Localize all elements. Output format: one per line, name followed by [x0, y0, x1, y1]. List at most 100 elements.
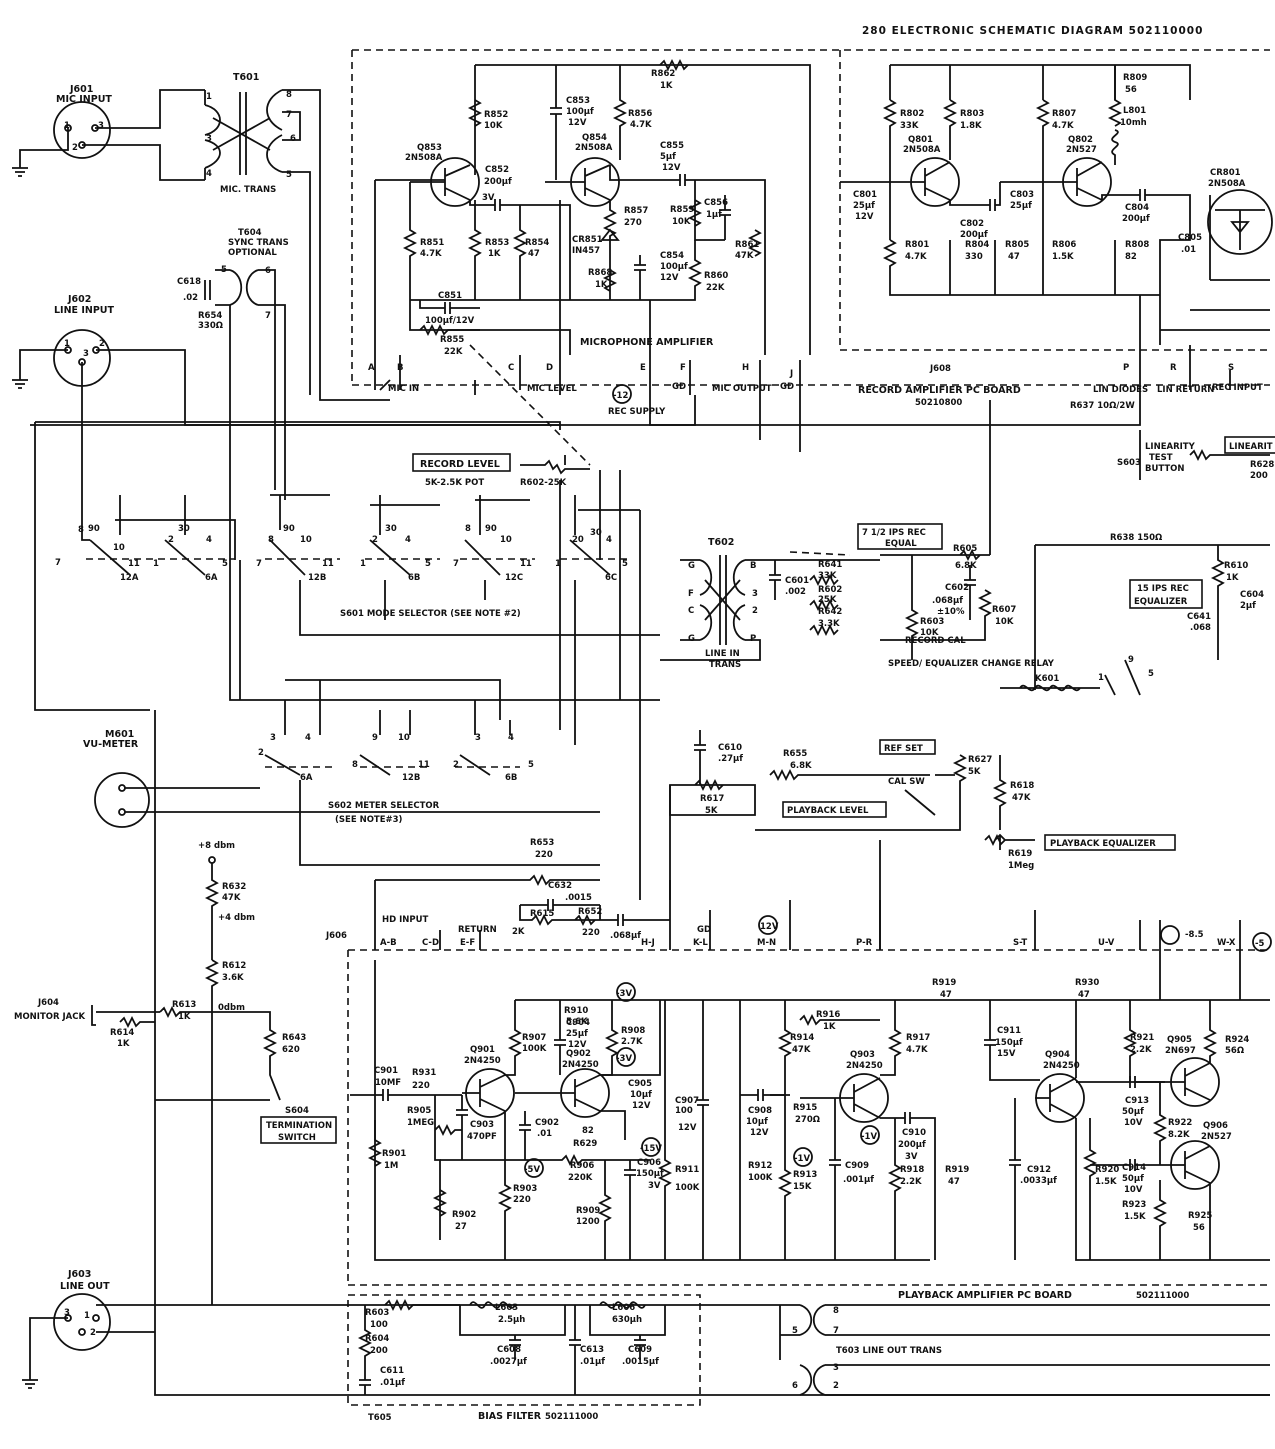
svg-text:R923: R923 — [1122, 1200, 1146, 1210]
linearity-box — [1224, 436, 1275, 454]
svg-text:C602: C602 — [945, 583, 969, 593]
j608-connector-row: A B C D E F H J P R S MIC IN MIC LEVEL G… — [368, 363, 1263, 452]
svg-text:9: 9 — [1128, 655, 1134, 665]
svg-text:3.3K: 3.3K — [818, 619, 840, 629]
svg-text:R901: R901 — [382, 1149, 406, 1159]
svg-text:100K: 100K — [748, 1173, 773, 1183]
svg-text:R868: R868 — [588, 268, 612, 278]
svg-text:C803: C803 — [1010, 190, 1034, 200]
bias-filter-outline — [347, 1294, 701, 1406]
svg-text:220: 220 — [535, 850, 553, 860]
svg-text:6: 6 — [265, 266, 271, 276]
svg-text:Q902: Q902 — [566, 1049, 591, 1059]
svg-text:9: 9 — [372, 733, 378, 743]
svg-text:R860: R860 — [704, 271, 728, 281]
svg-text:30: 30 — [178, 524, 190, 534]
svg-text:6: 6 — [792, 1381, 798, 1391]
svg-text:1.5K: 1.5K — [1095, 1177, 1117, 1187]
svg-text:EQUALIZER: EQUALIZER — [1134, 597, 1188, 607]
svg-text:270Ω: 270Ω — [795, 1115, 820, 1125]
svg-text:1: 1 — [206, 92, 212, 102]
svg-text:RECORD CAL: RECORD CAL — [905, 636, 966, 646]
r602-linkage — [789, 551, 851, 556]
svg-text:12B: 12B — [308, 573, 326, 583]
svg-text:A-B: A-B — [380, 938, 397, 948]
svg-text:R643: R643 — [282, 1033, 306, 1043]
svg-text:T601: T601 — [233, 72, 259, 83]
svg-text:CR801: CR801 — [1210, 168, 1241, 178]
svg-text:R628: R628 — [1250, 460, 1274, 470]
svg-text:5: 5 — [622, 559, 628, 569]
svg-text:R805: R805 — [1005, 240, 1029, 250]
svg-text:R617: R617 — [700, 794, 724, 804]
svg-text:C907: C907 — [675, 1096, 699, 1106]
svg-text:EQUAL: EQUAL — [885, 539, 917, 549]
svg-text:Q853: Q853 — [417, 143, 442, 153]
svg-text:+4 dbm: +4 dbm — [218, 913, 255, 923]
svg-text:RECORD LEVEL: RECORD LEVEL — [420, 459, 500, 470]
svg-text:330: 330 — [965, 252, 983, 262]
svg-text:10K: 10K — [995, 617, 1014, 627]
svg-text:2N4250: 2N4250 — [846, 1061, 883, 1071]
svg-text:7: 7 — [265, 311, 271, 321]
svg-text:GD: GD — [780, 382, 794, 392]
record-board-outline — [351, 49, 1270, 386]
svg-text:K601: K601 — [1035, 674, 1059, 684]
svg-text:S602 METER SELECTOR: S602 METER SELECTOR — [328, 801, 440, 811]
svg-text:IN457: IN457 — [572, 246, 600, 256]
svg-text:C632: C632 — [548, 881, 572, 891]
svg-text:6A: 6A — [205, 573, 218, 583]
svg-text:-12: -12 — [613, 391, 628, 401]
svg-text:R604: R604 — [365, 1334, 389, 1344]
svg-text:R907: R907 — [522, 1033, 546, 1043]
svg-text:1: 1 — [360, 559, 366, 569]
svg-text:C805: C805 — [1178, 233, 1202, 243]
svg-text:LINE OUT: LINE OUT — [60, 1281, 110, 1292]
svg-text:11: 11 — [322, 559, 334, 569]
svg-text:C: C — [508, 363, 514, 373]
termination-switch-box — [260, 1116, 337, 1144]
svg-text:R862: R862 — [651, 69, 675, 79]
svg-text:PLAYBACK EQUALIZER: PLAYBACK EQUALIZER — [1050, 839, 1156, 849]
record-level-box — [412, 453, 511, 472]
svg-text:LINEARITY: LINEARITY — [1145, 442, 1196, 452]
svg-text:2N527: 2N527 — [1201, 1132, 1232, 1142]
svg-text:R613: R613 — [172, 1000, 196, 1010]
svg-text:S-T: S-T — [1013, 938, 1027, 948]
svg-text:R912: R912 — [748, 1161, 772, 1171]
svg-text:200: 200 — [1250, 471, 1268, 481]
svg-text:1: 1 — [555, 559, 561, 569]
svg-text:R917: R917 — [906, 1033, 930, 1043]
svg-text:.01µf: .01µf — [380, 1378, 405, 1388]
svg-text:S603: S603 — [1117, 458, 1141, 468]
svg-text:10K: 10K — [672, 217, 691, 227]
svg-text:C906: C906 — [637, 1158, 661, 1168]
svg-text:H: H — [742, 363, 749, 373]
svg-text:J: J — [789, 369, 793, 379]
svg-text:A: A — [368, 363, 375, 373]
svg-text:B: B — [397, 363, 403, 373]
svg-text:R852: R852 — [484, 110, 508, 120]
svg-text:R856: R856 — [628, 109, 652, 119]
svg-text:30: 30 — [590, 528, 602, 538]
svg-text:R806: R806 — [1052, 240, 1076, 250]
svg-text:K-L: K-L — [693, 938, 708, 948]
svg-text:R930: R930 — [1075, 978, 1099, 988]
page-title: 280 ELECTRONIC SCHEMATIC DIAGRAM 5021100… — [862, 25, 1203, 37]
svg-text:REC SUPPLY: REC SUPPLY — [608, 407, 666, 417]
svg-text:220K: 220K — [568, 1173, 593, 1183]
svg-text:10mh: 10mh — [1120, 118, 1147, 128]
svg-text:100K: 100K — [522, 1044, 547, 1054]
svg-text:1: 1 — [1098, 673, 1104, 683]
svg-text:470PF: 470PF — [467, 1132, 497, 1142]
svg-text:.068µf: .068µf — [610, 931, 641, 941]
svg-text:25µf: 25µf — [566, 1029, 588, 1039]
svg-text:GD: GD — [672, 382, 686, 392]
